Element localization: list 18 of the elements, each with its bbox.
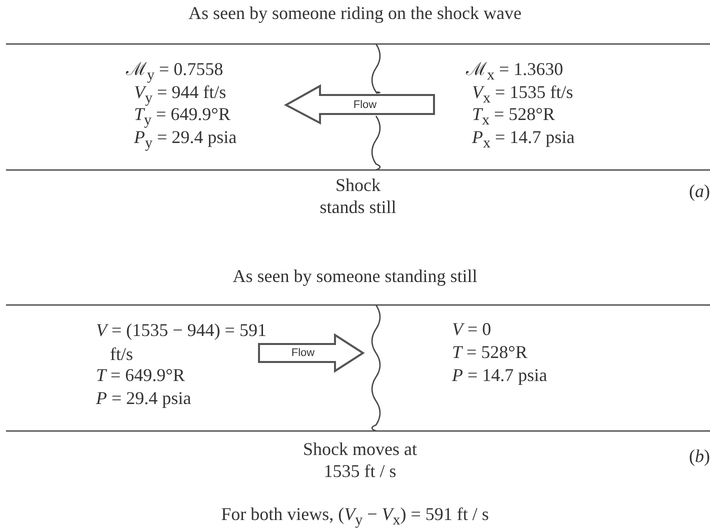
caption: For both views, (V$_{y}$ − V$_{x}$) = 591 ft / s <box>220 503 490 529</box>
flow-property: V = 0 <box>452 318 492 340</box>
flow-property: ℳ$_{y}$ = 0.7558 <box>126 58 224 85</box>
flow-property: P = 14.7 psia <box>452 364 548 386</box>
flow-property: P = 29.4 psia <box>96 387 192 409</box>
arrow-label: Flow <box>290 347 316 359</box>
arrow-label: Flow <box>352 99 378 111</box>
flow-property: T = 649.9°R <box>96 364 185 386</box>
shock-note: Shock stands still <box>318 174 398 218</box>
flow-property: V$_{y}$ = 944 ft/s <box>134 82 226 108</box>
panel-label: (a) <box>688 180 710 202</box>
view-heading: As seen by someone riding on the shock wave <box>188 2 522 24</box>
panel-label: (b) <box>688 445 710 467</box>
flow-property: V = (1535 − 944) = 591 ft/s <box>96 319 268 366</box>
shock-note: Shock moves at 1535 ft / s <box>302 438 418 482</box>
flow-property: P$_{y}$ = 29.4 psia <box>134 127 237 154</box>
view-heading: As seen by someone standing still <box>232 265 478 287</box>
flow-property: T = 528°R <box>452 341 528 363</box>
